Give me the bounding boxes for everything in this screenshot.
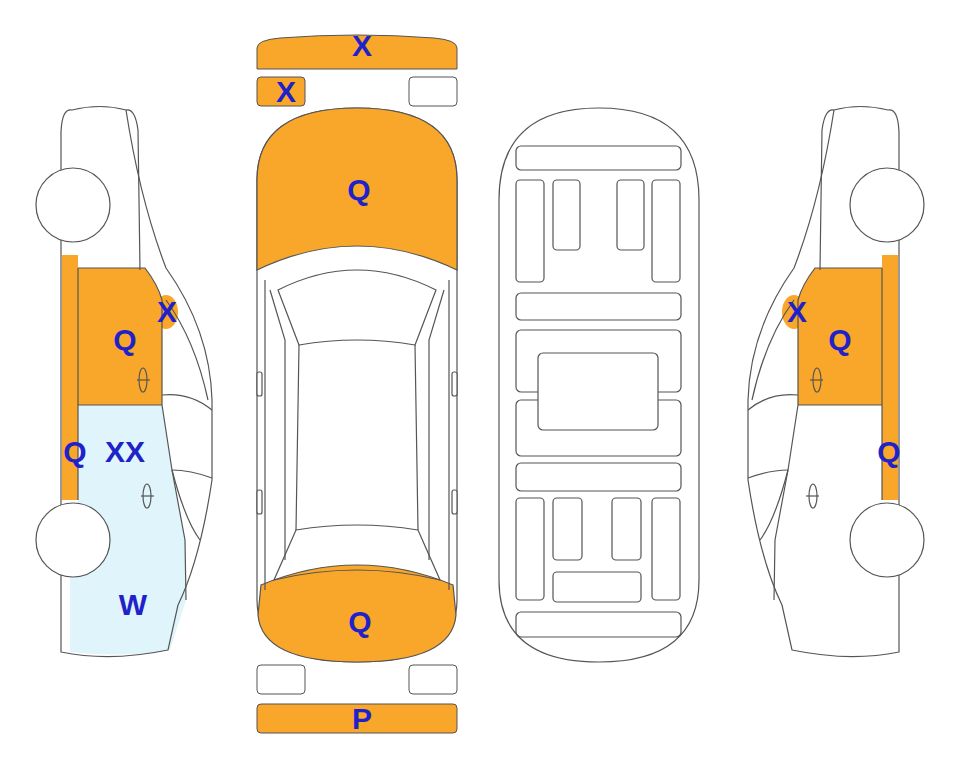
damage-code: X bbox=[157, 297, 177, 327]
rear-left-part bbox=[257, 665, 305, 694]
rear-bumper bbox=[257, 704, 457, 733]
damage-code: Q bbox=[348, 607, 371, 637]
damage-code: X bbox=[787, 297, 807, 327]
right-side-view bbox=[748, 107, 924, 657]
rear-right-part bbox=[409, 665, 457, 694]
damage-code: P bbox=[352, 704, 372, 734]
damage-code: XX bbox=[105, 437, 145, 467]
top-view bbox=[257, 108, 457, 662]
damage-code: Q bbox=[63, 437, 86, 467]
damage-code: W bbox=[119, 590, 147, 620]
damage-code: Q bbox=[113, 325, 136, 355]
damage-code: Q bbox=[877, 437, 900, 467]
damage-code: X bbox=[352, 31, 372, 61]
front-left-part bbox=[257, 77, 305, 106]
damage-code: X bbox=[276, 77, 296, 107]
front-right-part bbox=[409, 77, 457, 106]
damage-code: Q bbox=[828, 325, 851, 355]
left-side-view bbox=[36, 107, 212, 657]
damage-code: Q bbox=[347, 175, 370, 205]
underbody-view bbox=[499, 108, 699, 662]
